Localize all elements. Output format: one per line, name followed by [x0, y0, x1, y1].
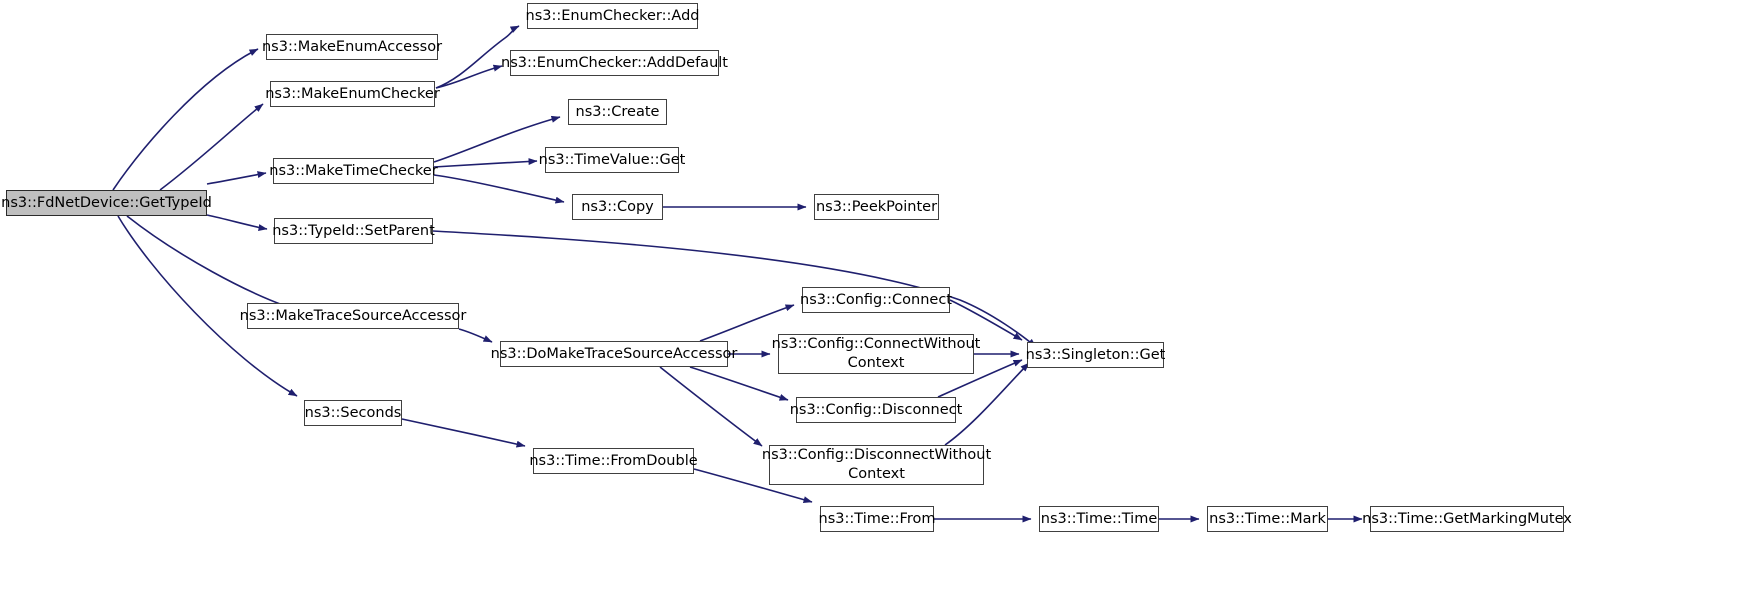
graph-node-timefrom[interactable]: ns3::Time::From [818, 506, 936, 532]
graph-node-label: ns3::Config::DisconnectWithout Context [761, 447, 992, 482]
call-edge-makeenumchecker-to-enumcheckeradddef [435, 64, 503, 89]
graph-node-label: ns3::MakeTimeChecker [269, 162, 438, 179]
graph-node-timetime[interactable]: ns3::Time::Time [1039, 506, 1159, 532]
call-edge-root-to-typeidsetparent [206, 214, 268, 231]
graph-node-label: ns3::MakeEnumChecker [265, 85, 440, 102]
call-edge-maketimechecker-to-copy [433, 174, 565, 204]
graph-node-timegetmarkingmutex[interactable]: ns3::Time::GetMarkingMutex [1362, 506, 1572, 532]
call-edge-root-to-makeenumaccessor [112, 48, 259, 191]
graph-node-label: ns3::Seconds [304, 404, 402, 421]
graph-node-label: ns3::Config::ConnectWithout Context [771, 336, 981, 371]
graph-node-label: ns3::MakeEnumAccessor [261, 38, 443, 55]
graph-node-makeenumchecker[interactable]: ns3::MakeEnumChecker [265, 81, 440, 107]
graph-node-label: ns3::TypeId::SetParent [272, 222, 435, 239]
graph-node-label: ns3::Config::Connect [800, 291, 952, 308]
graph-node-label: ns3::Time::Time [1040, 510, 1158, 527]
graph-node-timefromdouble[interactable]: ns3::Time::FromDouble [529, 448, 698, 474]
graph-node-makeenumaccessor[interactable]: ns3::MakeEnumAccessor [262, 34, 442, 60]
graph-node-label: ns3::DoMakeTraceSourceAccessor [490, 345, 738, 362]
call-edge-maketimechecker-to-timevalueget [433, 158, 538, 168]
graph-node-configconnectwo[interactable]: ns3::Config::ConnectWithout Context [772, 334, 980, 374]
graph-node-label: ns3::Time::GetMarkingMutex [1362, 510, 1572, 527]
graph-node-label: ns3::Time::FromDouble [529, 452, 698, 469]
graph-node-typeidsetparent[interactable]: ns3::TypeId::SetParent [272, 218, 435, 244]
graph-node-maketracesrcaccessor[interactable]: ns3::MakeTraceSourceAccessor [240, 303, 466, 329]
graph-node-configconnect[interactable]: ns3::Config::Connect [800, 287, 952, 313]
graph-node-label: ns3::Time::Mark [1209, 510, 1326, 527]
graph-node-timevalueget[interactable]: ns3::TimeValue::Get [539, 147, 685, 173]
graph-node-configdisconnectwo[interactable]: ns3::Config::DisconnectWithout Context [762, 445, 991, 485]
graph-node-label: ns3::EnumChecker::AddDefault [501, 54, 728, 71]
graph-node-domaketracesrc[interactable]: ns3::DoMakeTraceSourceAccessor [491, 341, 737, 367]
graph-node-label: ns3::Singleton::Get [1025, 346, 1166, 363]
graph-node-label: ns3::FdNetDevice::GetTypeId [1, 194, 212, 211]
graph-node-copy[interactable]: ns3::Copy [572, 194, 663, 220]
graph-node-label: ns3::MakeTraceSourceAccessor [239, 307, 467, 324]
graph-node-seconds[interactable]: ns3::Seconds [304, 400, 402, 426]
call-edge-maketracesrcaccessor-to-domaketracesrc [458, 328, 493, 343]
graph-node-peekpointer[interactable]: ns3::PeekPointer [814, 194, 939, 220]
call-edge-seconds-to-timefromdouble [401, 418, 526, 448]
graph-node-enumcheckeradddef[interactable]: ns3::EnumChecker::AddDefault [501, 50, 728, 76]
call-edge-root-to-makeenumchecker [159, 103, 264, 191]
graph-node-label: ns3::TimeValue::Get [538, 151, 686, 168]
graph-node-root[interactable]: ns3::FdNetDevice::GetTypeId [1, 190, 212, 216]
graph-node-singletonget[interactable]: ns3::Singleton::Get [1025, 342, 1166, 368]
graph-node-label: ns3::Copy [581, 198, 654, 215]
graph-node-label: ns3::Time::From [818, 510, 936, 527]
graph-node-enumcheckeradd[interactable]: ns3::EnumChecker::Add [525, 3, 700, 29]
graph-node-label: ns3::Config::Disconnect [789, 401, 963, 418]
call-edge-domaketracesrc-to-configdisconnectwo [659, 366, 763, 447]
graph-node-configdisconnect[interactable]: ns3::Config::Disconnect [790, 397, 962, 423]
graph-node-create[interactable]: ns3::Create [568, 99, 667, 125]
graph-node-label: ns3::PeekPointer [815, 198, 938, 215]
graph-node-maketimechecker[interactable]: ns3::MakeTimeChecker [269, 158, 438, 184]
call-edge-root-to-maketimechecker [206, 171, 267, 185]
graph-node-label: ns3::EnumChecker::Add [525, 7, 700, 24]
graph-node-label: ns3::Create [575, 103, 660, 120]
graph-node-timemark[interactable]: ns3::Time::Mark [1207, 506, 1328, 532]
